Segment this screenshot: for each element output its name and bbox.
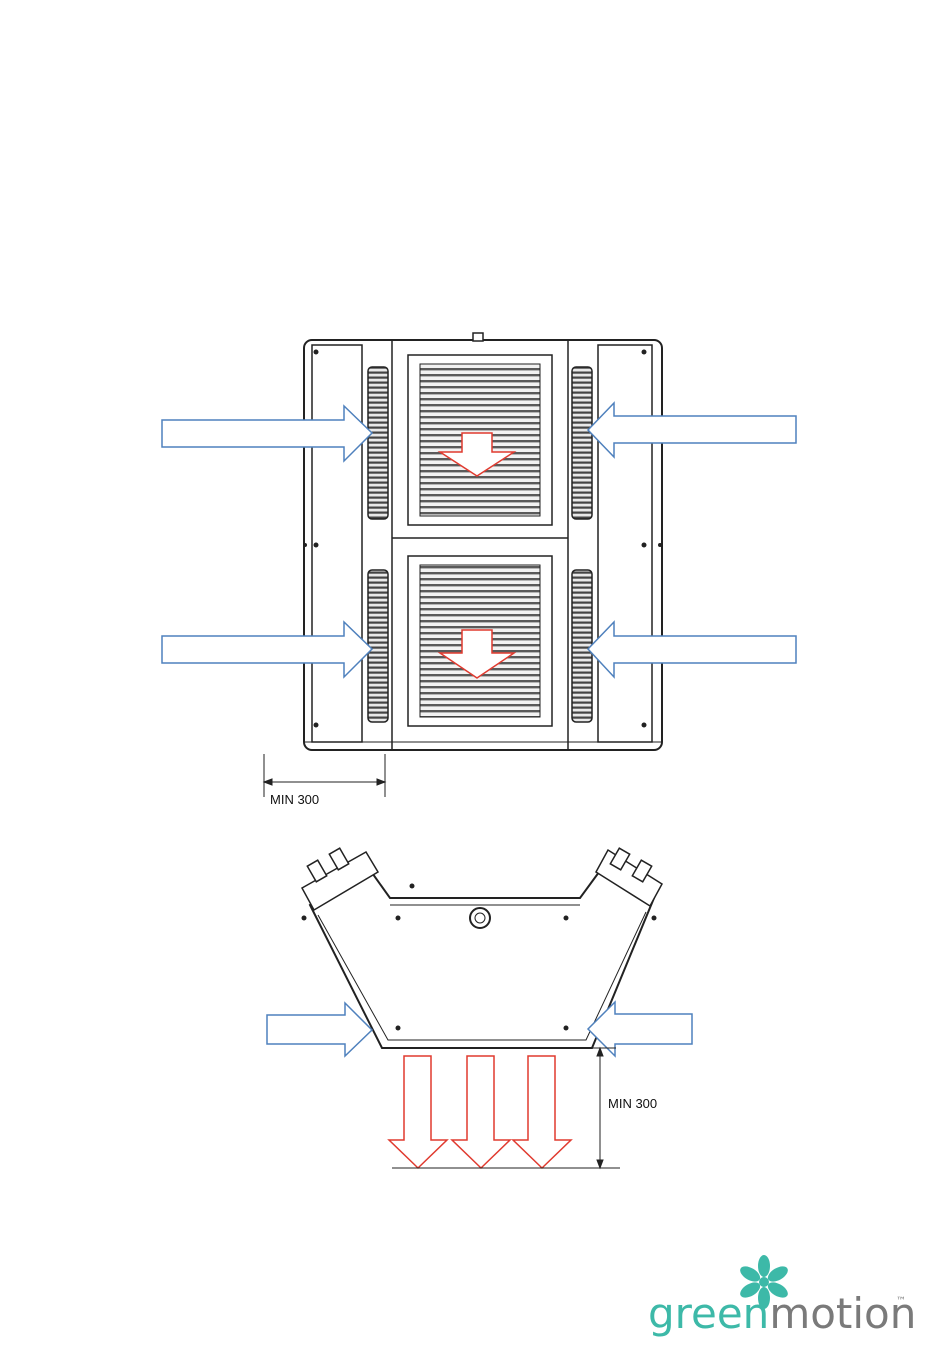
bottom-clearance-label: MIN 300 [608,1096,657,1111]
logo-word-motion: motion [769,1289,916,1338]
top-view-unit [303,333,662,750]
side-clearance-dimension [264,754,385,797]
intake-arrow-side-left [267,1003,372,1056]
left-side-panel [312,345,362,742]
right-lower-fins [572,570,592,722]
logo-trademark: ™ [896,1296,906,1307]
exhaust-arrow-2 [452,1056,510,1168]
svg-text:greenmotion: greenmotion [648,1289,916,1338]
logo-word-green: green [648,1289,769,1338]
side-exhaust-arrows [389,1056,571,1168]
brand-logo: greenmotion ™ [648,1255,916,1338]
left-upper-fins [368,367,388,519]
exhaust-arrow-1 [389,1056,447,1168]
right-upper-fins [572,367,592,519]
side-clearance-label: MIN 300 [270,792,319,807]
exhaust-arrow-3 [513,1056,571,1168]
left-lower-fins [368,570,388,722]
top-knob [473,333,483,341]
